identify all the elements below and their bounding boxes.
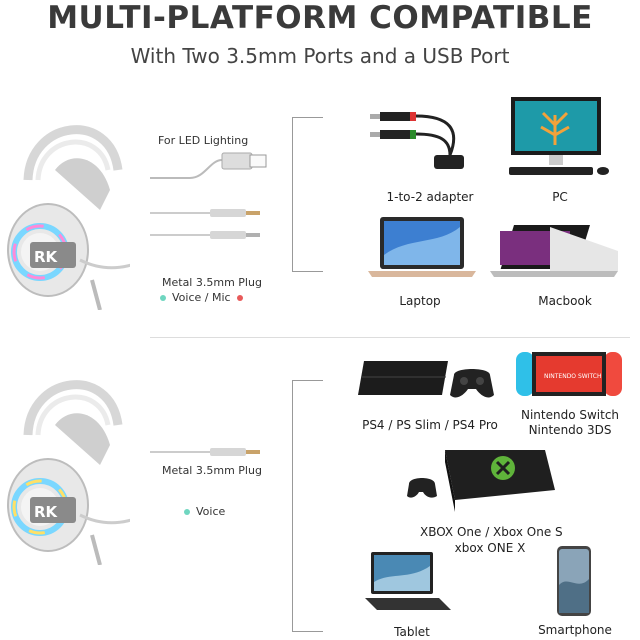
device-label-smartphone: Smartphone <box>538 623 612 637</box>
connection-bracket-top <box>292 117 323 272</box>
device-label-adapter: 1-to-2 adapter <box>386 190 474 204</box>
plug-label-bottom: Metal 3.5mm Plug <box>162 464 262 477</box>
voice-mic-legend: Voice / Mic <box>160 291 249 304</box>
switch-label-line2: Nintendo 3DS <box>528 423 612 437</box>
plug-label-top: Metal 3.5mm Plug <box>162 276 262 289</box>
ps4-image <box>358 361 494 398</box>
switch-label-line1: Nintendo Switch <box>520 408 620 422</box>
pc-image <box>509 97 609 175</box>
connection-bracket-bottom <box>292 380 323 632</box>
macbook-image <box>490 225 618 277</box>
voice-label: Voice <box>196 505 226 518</box>
tablet-image <box>365 552 451 610</box>
xbox-label-line1: XBOX One / Xbox One S <box>420 525 563 539</box>
switch-screen-logo: NINTENDO SWITCH <box>544 373 601 380</box>
device-label-xbox: XBOX One / Xbox One S xbox ONE X <box>420 524 563 556</box>
rk-logo-bottom: RK <box>34 503 59 521</box>
page-title: MULTI-PLATFORM COMPATIBLE <box>47 0 593 36</box>
device-label-switch: Nintendo Switch Nintendo 3DS <box>510 408 630 438</box>
voice-legend: Voice <box>184 505 225 518</box>
mic-dot <box>236 295 243 301</box>
adapter-image <box>370 112 464 169</box>
headset-image-bottom: RK <box>7 380 130 565</box>
device-label-pc: PC <box>552 190 568 204</box>
headset-image-top: RK <box>7 125 130 310</box>
device-label-laptop: Laptop <box>399 294 441 308</box>
device-label-macbook: Macbook <box>538 294 592 308</box>
xbox-label-line2: xbox ONE X <box>454 541 526 555</box>
voice-dot <box>160 295 166 301</box>
rk-logo: RK <box>34 248 59 266</box>
switch-image: NINTENDO SWITCH <box>516 352 622 396</box>
xbox-image <box>407 450 555 512</box>
page-subtitle: With Two 3.5mm Ports and a USB Port <box>130 44 510 68</box>
audio-plugs <box>150 209 260 239</box>
section-divider <box>150 337 630 338</box>
usb-cable <box>150 152 267 179</box>
device-label-ps4: PS4 / PS Slim / PS4 Pro <box>362 418 498 432</box>
device-label-tablet: Tablet <box>394 625 430 639</box>
audio-plug-bottom <box>150 448 260 456</box>
smartphone-image <box>557 546 591 616</box>
usb-label: For LED Lighting <box>158 134 249 147</box>
voice-mic-label: Voice / Mic <box>172 291 231 304</box>
laptop-image <box>368 217 476 277</box>
voice-dot-bottom <box>184 509 190 515</box>
